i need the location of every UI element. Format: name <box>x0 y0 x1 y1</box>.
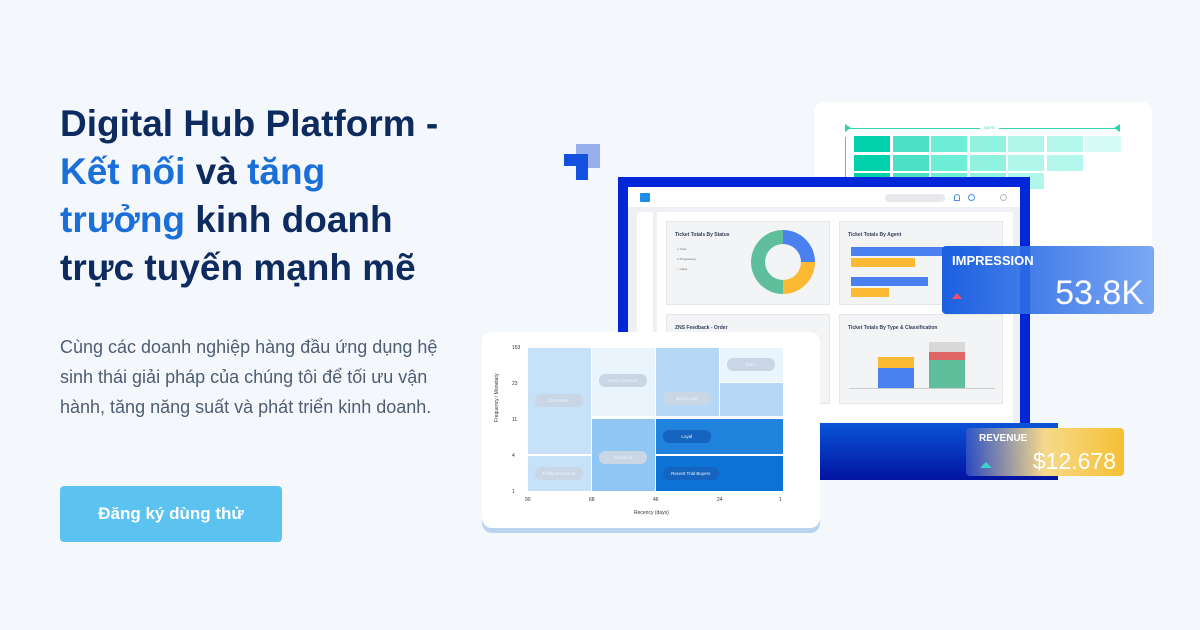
donut-legend: ● Open ● Progressing ● Close <box>677 247 696 271</box>
legend-item: Open <box>679 247 687 251</box>
y-tick-label: 1 <box>512 489 515 495</box>
segment-label: Need Attention <box>598 373 647 387</box>
title-line-4: trực tuyến mạnh mẽ <box>60 247 416 288</box>
card-title: Ticket Totals By Type & Classification <box>848 325 938 331</box>
heatmap-cell <box>1046 154 1083 171</box>
card-title: Ticket Totals By Agent <box>848 232 902 238</box>
segment-area <box>656 348 719 417</box>
avatar[interactable] <box>1000 194 1007 201</box>
x-tick-label: 24 <box>717 497 723 503</box>
bar <box>851 277 928 286</box>
segment-label: Thrifty Dormants <box>534 467 583 481</box>
search-bar[interactable] <box>885 194 945 202</box>
bell-icon[interactable] <box>954 194 960 201</box>
segment-label: Recent Trial Buyers <box>662 467 719 481</box>
y-tick-label: 11 <box>512 417 518 423</box>
donut-chart <box>751 230 815 294</box>
segment-label: Dormants <box>534 393 583 407</box>
heatmap-cell <box>969 154 1006 171</box>
segment-label: Most Loyal <box>662 392 711 406</box>
segment-label: Stars <box>726 357 775 371</box>
card-title: Ticket Totals By Status <box>675 232 730 238</box>
title-highlight: Kết nối <box>60 151 186 192</box>
heatmap-cell <box>892 154 929 171</box>
bar <box>851 258 915 267</box>
heatmap-cell <box>854 136 890 152</box>
y-tick-label: 153 <box>512 345 521 351</box>
hero-title: Digital Hub Platform - Kết nối và tăng t… <box>60 100 480 292</box>
heatmap-cell <box>1046 136 1083 152</box>
y-tick-label: 4 <box>512 453 515 459</box>
trend-up-icon <box>952 293 962 299</box>
x-axis-label: Recency (days) <box>634 510 669 516</box>
y-tick-label: 23 <box>512 381 518 387</box>
revenue-value: $12.678 <box>1032 448 1116 474</box>
title-line-3: trưởng kinh doanh <box>60 196 480 244</box>
days-axis-label: DAYS <box>980 125 999 130</box>
title-line-2: Kết nối và tăng <box>60 148 480 196</box>
segment-label: Loyal <box>662 429 711 443</box>
heatmap-cell <box>1008 154 1044 171</box>
heatmap-cell <box>892 136 929 152</box>
card-title: ZNS Feedback - Order <box>675 325 728 331</box>
x-tick-label: 68 <box>589 497 595 503</box>
heatmap-cell <box>969 136 1006 152</box>
impression-value: 53.8K <box>1055 274 1144 312</box>
bar <box>851 288 889 297</box>
heatmap-cell <box>1008 136 1044 152</box>
impression-kpi-card: IMPRESSION 53.8K <box>942 246 1154 314</box>
x-tick-label: 46 <box>653 497 659 503</box>
signup-trial-button[interactable]: Đăng ký dùng thử <box>60 486 282 542</box>
segment-area <box>720 382 783 417</box>
title-text: kinh doanh <box>185 199 393 240</box>
heatmap-cell <box>931 136 967 152</box>
revenue-label: REVENUE <box>979 433 1028 444</box>
sidebar <box>637 212 653 362</box>
title-highlight: trưởng <box>60 199 186 240</box>
legend-item: Close <box>679 267 688 271</box>
logo-mark-icon <box>564 144 600 180</box>
heatmap-cell <box>931 154 967 171</box>
bar <box>851 247 981 256</box>
segment-label: Skeptical <box>598 451 647 465</box>
title-line-1: Digital Hub Platform - <box>60 103 439 144</box>
y-axis-label: Frequency / Monetary <box>494 373 500 422</box>
x-tick-label: 90 <box>525 497 531 503</box>
mail-logo-icon <box>640 193 650 202</box>
gear-icon[interactable] <box>968 194 975 201</box>
heatmap-cell <box>854 154 890 171</box>
heatmap-cell <box>1085 136 1121 152</box>
x-tick-label: 1 <box>779 497 782 503</box>
title-text: và <box>185 151 248 192</box>
revenue-kpi-card: REVENUE $12.678 <box>966 428 1124 476</box>
title-highlight: tăng <box>247 151 326 192</box>
trend-up-icon <box>980 462 992 468</box>
impression-label: IMPRESSION <box>952 253 1034 268</box>
hero-description: Cùng các doanh nghiệp hàng đầu ứng dụng … <box>60 337 438 417</box>
legend-item: Progressing <box>679 257 696 261</box>
laptop-dashboard: Ticket Totals By Status ● Open ● Progres… <box>618 177 1030 423</box>
